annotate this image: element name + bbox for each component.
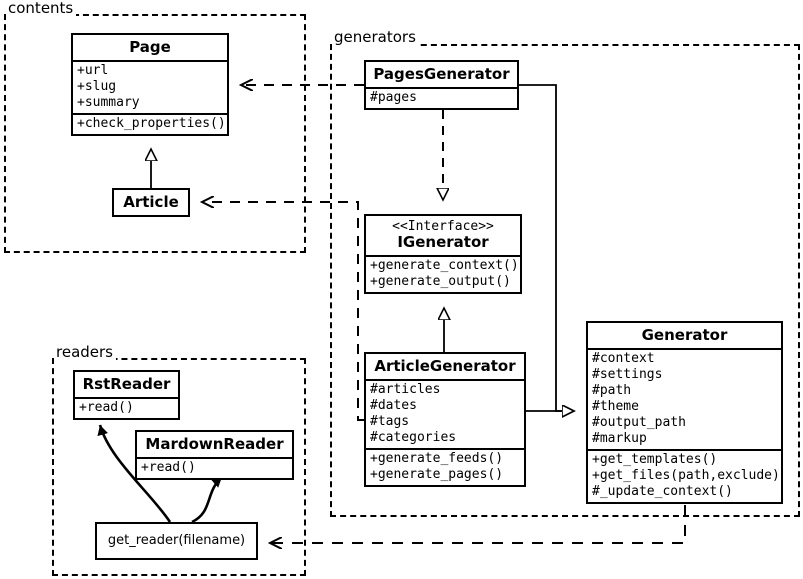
attributes-generator: #context #settings #path #theme #output_…	[588, 348, 781, 449]
attribute: #path	[592, 383, 632, 398]
function-name-get-reader: get_reader(filename)	[107, 533, 246, 548]
methods-rstreader: +read()	[75, 397, 178, 418]
attributes-articlegenerator: #articles #dates #tags #categories	[366, 379, 524, 448]
class-name-page: Page	[129, 38, 171, 56]
method: +get_templates()	[592, 452, 718, 467]
attribute: #markup	[592, 431, 647, 446]
methods-igenerator: +generate_context() +generate_output()	[366, 255, 520, 292]
method: +generate_output()	[370, 274, 511, 289]
method: +read()	[79, 400, 134, 415]
class-name-mardownreader: MardownReader	[145, 435, 284, 453]
package-label-generators: generators	[332, 29, 419, 46]
attribute: #pages	[370, 90, 417, 105]
package-label-readers: readers	[54, 344, 116, 361]
method: +get_files(path,exclude)	[592, 468, 780, 483]
attribute: +slug	[77, 79, 117, 94]
package-contents	[4, 14, 306, 253]
class-box-article[interactable]: Article	[112, 188, 190, 217]
class-box-mardownreader[interactable]: MardownReader +read()	[135, 430, 294, 480]
class-name-generator: Generator	[641, 326, 728, 344]
class-box-pagesgenerator[interactable]: PagesGenerator #pages	[364, 60, 519, 110]
attributes-pagesgenerator: #pages	[366, 87, 517, 108]
class-box-generator[interactable]: Generator #context #settings #path #them…	[586, 321, 783, 504]
attribute: #output_path	[592, 415, 686, 430]
attribute: #dates	[370, 398, 417, 413]
class-name-rstreader: RstReader	[82, 375, 171, 393]
class-box-igenerator[interactable]: <<Interface>> IGenerator +generate_conte…	[364, 214, 522, 294]
methods-page: +check_properties()	[73, 113, 227, 134]
method: #_update_context()	[592, 484, 733, 499]
class-name-pagesgenerator: PagesGenerator	[373, 65, 510, 83]
attribute: #categories	[370, 430, 457, 445]
attribute: +url	[77, 63, 109, 78]
function-box-get-reader[interactable]: get_reader(filename)	[95, 522, 258, 560]
method: +read()	[141, 460, 196, 475]
attributes-page: +url +slug +summary	[73, 60, 227, 113]
method: +generate_context()	[370, 258, 519, 273]
methods-articlegenerator: +generate_feeds() +generate_pages()	[366, 448, 524, 485]
class-box-rstreader[interactable]: RstReader +read()	[73, 370, 180, 420]
method: +generate_pages()	[370, 467, 504, 482]
attribute: #articles	[370, 382, 441, 397]
class-box-articlegenerator[interactable]: ArticleGenerator #articles #dates #tags …	[364, 352, 526, 487]
class-name-igenerator: IGenerator	[397, 233, 489, 251]
attribute: #theme	[592, 399, 639, 414]
class-stereotype-igenerator: <<Interface>>	[392, 219, 494, 234]
method: +generate_feeds()	[370, 451, 504, 466]
class-box-page[interactable]: Page +url +slug +summary +check_properti…	[71, 33, 229, 136]
attribute: #settings	[592, 367, 663, 382]
class-name-articlegenerator: ArticleGenerator	[374, 357, 516, 375]
package-readers	[52, 358, 306, 576]
class-name-article: Article	[123, 193, 179, 211]
methods-mardownreader: +read()	[137, 457, 292, 478]
attribute: #tags	[370, 414, 410, 429]
attribute: +summary	[77, 95, 140, 110]
package-label-contents: contents	[6, 0, 77, 17]
attribute: #context	[592, 351, 655, 366]
method: +check_properties()	[77, 116, 226, 131]
methods-generator: +get_templates() +get_files(path,exclude…	[588, 449, 781, 502]
